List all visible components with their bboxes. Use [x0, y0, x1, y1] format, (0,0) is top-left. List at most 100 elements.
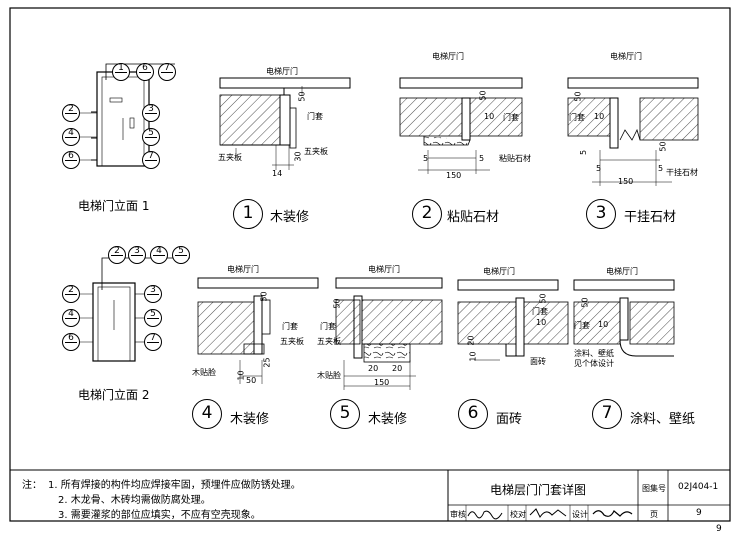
detail-label: 门套 [503, 113, 519, 122]
detail-label: 10 [594, 112, 605, 121]
detail-label: 五夹板 [218, 153, 242, 162]
detail-label: 10 [484, 112, 495, 121]
detail-label: 20 [466, 335, 476, 346]
marker-bubble: 5 [172, 246, 190, 264]
marker-bubble: 1 [112, 63, 130, 81]
detail-3-section [567, 77, 699, 186]
detail-title: 干挂石材 [624, 210, 677, 225]
detail-number-bubble: 2 [412, 199, 442, 229]
detail-label: 面砖 [530, 357, 546, 366]
detail-label: 粘贴石材 [499, 154, 531, 163]
detail-label: 150 [618, 177, 634, 186]
detail-title: 粘贴石材 [447, 210, 500, 225]
detail-1-section [219, 77, 351, 170]
detail-label: 50 [573, 91, 583, 102]
detail-label: 10 [598, 320, 609, 329]
detail-label: 50 [246, 376, 257, 385]
detail-2-section [399, 77, 523, 174]
review-label: 审核 [450, 510, 466, 519]
atlas-label: 图集号 [642, 484, 666, 493]
marker-bubble: 3 [142, 104, 160, 122]
page-number: 9 [696, 508, 702, 518]
marker-bubble: 3 [128, 246, 146, 264]
detail-label: 电梯厅门 [483, 267, 515, 276]
elevation-2 [74, 257, 190, 362]
detail-label: 50 [297, 91, 307, 102]
detail-label: 150 [446, 171, 462, 180]
notes-prefix: 注： [22, 480, 42, 491]
detail-label: 木贴脸 [192, 368, 216, 377]
detail-title: 木装修 [230, 412, 270, 427]
detail-title: 涂料、壁纸 [630, 412, 696, 427]
detail-label: 50 [259, 291, 269, 302]
marker-bubble: 2 [62, 104, 80, 122]
detail-number-bubble: 7 [592, 399, 622, 429]
detail-label: 14 [272, 169, 283, 178]
detail-number-bubble: 3 [586, 199, 616, 229]
detail-label: 电梯厅门 [266, 67, 298, 76]
detail-label: 50 [332, 298, 342, 309]
elevation-1-title: 电梯门立面 1 [78, 199, 150, 213]
note-item: 2. 木龙骨、木砖均需做防腐处理。 [58, 495, 211, 506]
detail-number-bubble: 4 [192, 399, 222, 429]
marker-bubble: 7 [158, 63, 176, 81]
detail-label: 30 [293, 151, 303, 162]
marker-bubble: 4 [62, 128, 80, 146]
detail-label: 干挂石材 [666, 168, 698, 177]
detail-7-section [573, 279, 675, 357]
detail-title: 木装修 [270, 210, 310, 225]
marker-bubble: 2 [108, 246, 126, 264]
detail-label: 门套 [320, 322, 336, 331]
detail-label: 五夹板 [280, 337, 304, 346]
sheet-border [9, 7, 731, 522]
detail-label: 门套 [282, 322, 298, 331]
detail-label: 涂料、壁纸 [574, 349, 614, 358]
detail-label: 电梯厅门 [610, 52, 642, 61]
marker-bubble: 3 [144, 285, 162, 303]
atlas-number: 02J404-1 [678, 482, 719, 492]
marker-bubble: 7 [142, 151, 160, 169]
marker-bubble: 6 [62, 151, 80, 169]
note-item: 3. 需要灌浆的部位应填实，不应有空壳现象。 [58, 510, 261, 521]
detail-label: 电梯厅门 [432, 52, 464, 61]
page-label: 页 [650, 510, 658, 519]
page-corner-number: 9 [716, 524, 722, 534]
detail-label: 见个体设计 [574, 359, 614, 368]
detail-label: 20 [392, 364, 403, 373]
detail-label: 五夹板 [304, 147, 328, 156]
detail-label: 5 [658, 164, 664, 173]
check-label: 校对 [510, 510, 526, 519]
design-label: 设计 [572, 510, 588, 519]
detail-label: 门套 [569, 113, 585, 122]
marker-bubble: 7 [144, 333, 162, 351]
detail-label: 5 [423, 154, 429, 163]
detail-label: 50 [580, 297, 590, 308]
detail-4-section [197, 277, 319, 384]
detail-label: 五夹板 [317, 337, 341, 346]
drawing-title: 电梯层门门套详图 [490, 483, 587, 497]
detail-label: 10 [236, 370, 246, 381]
marker-bubble: 4 [62, 309, 80, 327]
detail-label: 50 [658, 141, 668, 152]
detail-label: 50 [538, 293, 548, 304]
detail-label: 木贴脸 [317, 371, 341, 380]
detail-number-bubble: 1 [233, 199, 263, 229]
detail-label: 10 [468, 351, 478, 362]
elevation-2-title: 电梯门立面 2 [78, 388, 150, 402]
detail-title: 面砖 [496, 412, 523, 427]
detail-label: 电梯厅门 [227, 265, 259, 274]
detail-label: 150 [374, 378, 390, 387]
marker-bubble: 5 [144, 309, 162, 327]
marker-bubble: 5 [142, 128, 160, 146]
reviewer-signature [467, 510, 503, 520]
detail-label: 50 [478, 90, 488, 101]
marker-bubble: 2 [62, 285, 80, 303]
detail-label: 5 [579, 149, 589, 156]
detail-number-bubble: 6 [458, 399, 488, 429]
detail-label: 门套 [307, 112, 323, 121]
detail-5-section [335, 277, 443, 390]
detail-label: 门套 [574, 321, 590, 330]
detail-label: 10 [536, 318, 547, 327]
marker-bubble: 6 [136, 63, 154, 81]
